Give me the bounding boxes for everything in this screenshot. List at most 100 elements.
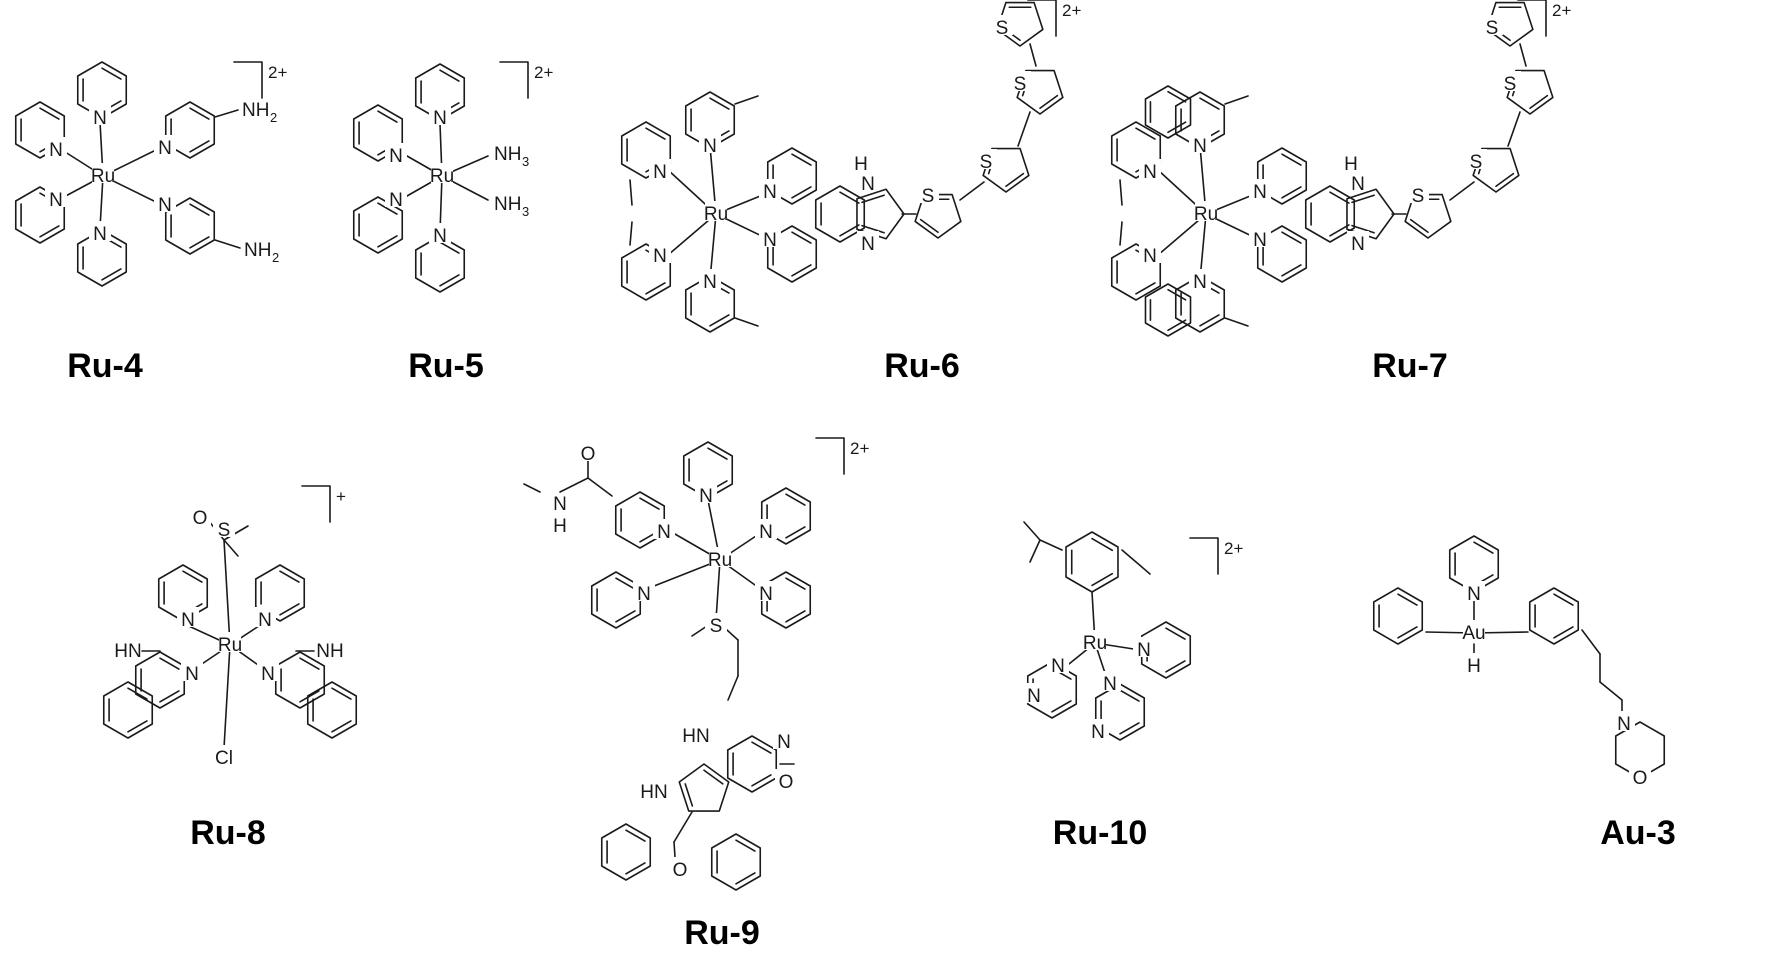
atom-label: N: [389, 146, 403, 167]
ring: [590, 571, 642, 629]
double-bond-line: [189, 203, 210, 216]
metal-ru: Ru: [704, 204, 728, 225]
atom-label-bg: [577, 441, 599, 461]
subscript: 2: [270, 110, 277, 125]
double-bond-line: [791, 186, 812, 199]
double-bond-line: [39, 225, 60, 238]
double-bond-line: [861, 194, 885, 204]
atom-label-bg: [1023, 683, 1045, 703]
atom-label: S: [218, 520, 231, 541]
atom-label: N: [1193, 136, 1207, 157]
atom-label-bg: [775, 769, 797, 789]
atom-label: O: [581, 444, 596, 465]
atom-label-bg: [257, 661, 279, 681]
five-ring: [1404, 193, 1452, 239]
ring: [710, 833, 762, 891]
atom-label-bg: [1465, 149, 1487, 169]
double-bond-line: [615, 610, 636, 623]
double-bond-line: [785, 610, 806, 623]
bond-line: [587, 477, 613, 497]
charge-label: +: [336, 487, 346, 506]
ring: [352, 104, 404, 162]
double-bond-line: [791, 231, 812, 244]
double-bond-line: [377, 235, 398, 248]
atom-label: N: [637, 584, 651, 605]
bond-line: [673, 811, 693, 843]
ring: [102, 681, 154, 739]
atom-label: N: [653, 246, 667, 267]
amide-h: H: [553, 516, 567, 537]
ring: [614, 491, 666, 549]
atom-label: N: [1027, 686, 1041, 707]
five-ring: [1506, 69, 1554, 115]
bond-line: [223, 539, 231, 646]
atom-label-bg: [1195, 201, 1217, 221]
atom-label-bg: [154, 135, 176, 155]
double-bond-line: [839, 191, 860, 204]
atom-label-bg: [1087, 719, 1109, 739]
atom-label: N: [657, 522, 671, 543]
double-bond-line: [331, 720, 352, 733]
hydride: H: [1467, 656, 1481, 677]
double-bond-line: [331, 687, 352, 700]
atom-label: N: [703, 136, 717, 157]
ring: [1304, 185, 1356, 243]
compound-name: Ru-10: [1053, 814, 1147, 852]
atom-label-bg: [1133, 637, 1155, 657]
double-bond-line: [189, 236, 210, 249]
double-bond-line: [751, 741, 772, 754]
atom-label-bg: [1047, 653, 1069, 673]
double-bond-line: [279, 603, 300, 616]
atom-label: S: [922, 186, 935, 207]
atom-label-bg: [385, 143, 407, 163]
double-bond-line: [639, 497, 660, 510]
bond-line: [523, 483, 541, 493]
bond-line: [643, 559, 721, 591]
double-bond-line: [1167, 288, 1187, 301]
charge-bracket: [815, 437, 845, 475]
atom-label: S: [1486, 18, 1499, 39]
double-bond-line: [1167, 319, 1187, 332]
bond-line: [214, 239, 241, 249]
amine-group: NH: [242, 100, 269, 121]
double-bond-line: [785, 493, 806, 506]
double-bond-line: [1351, 194, 1375, 204]
imidazole-h: H: [854, 154, 868, 175]
atom-label-bg: [1249, 227, 1271, 247]
double-bond-line: [1553, 593, 1574, 606]
atom-label-bg: [917, 183, 939, 203]
imidazole-h: H: [1344, 154, 1358, 175]
double-bond-line: [1119, 689, 1140, 702]
atom-label-bg: [705, 613, 727, 633]
double-bond-line: [684, 783, 694, 807]
atom-label-bg: [219, 632, 241, 652]
ring: [14, 101, 66, 159]
compound-name: Ru-5: [408, 347, 484, 385]
ring: [1065, 531, 1119, 593]
double-bond-line: [101, 268, 122, 281]
atom-label: N: [1051, 656, 1065, 677]
atom-label: N: [861, 174, 875, 195]
atom-label: S: [1470, 152, 1483, 173]
ring: [1528, 587, 1580, 645]
atom-label: S: [1412, 186, 1425, 207]
ring: [1256, 147, 1308, 205]
double-bond-line: [189, 140, 210, 153]
double-bond-line: [1199, 97, 1220, 110]
atom-label: N: [1253, 182, 1267, 203]
ring: [306, 681, 358, 739]
atom-label: N: [1143, 246, 1157, 267]
atom-label: N: [1091, 722, 1105, 743]
bond-line: [1507, 111, 1521, 147]
amine-nh: HN: [114, 641, 141, 662]
double-bond-line: [279, 570, 300, 583]
double-bond-line: [1051, 700, 1072, 713]
double-bond-line: [645, 127, 666, 140]
ring: [760, 487, 812, 545]
atom-label: S: [980, 152, 993, 173]
five-ring: [914, 193, 962, 239]
ring: [620, 121, 672, 179]
